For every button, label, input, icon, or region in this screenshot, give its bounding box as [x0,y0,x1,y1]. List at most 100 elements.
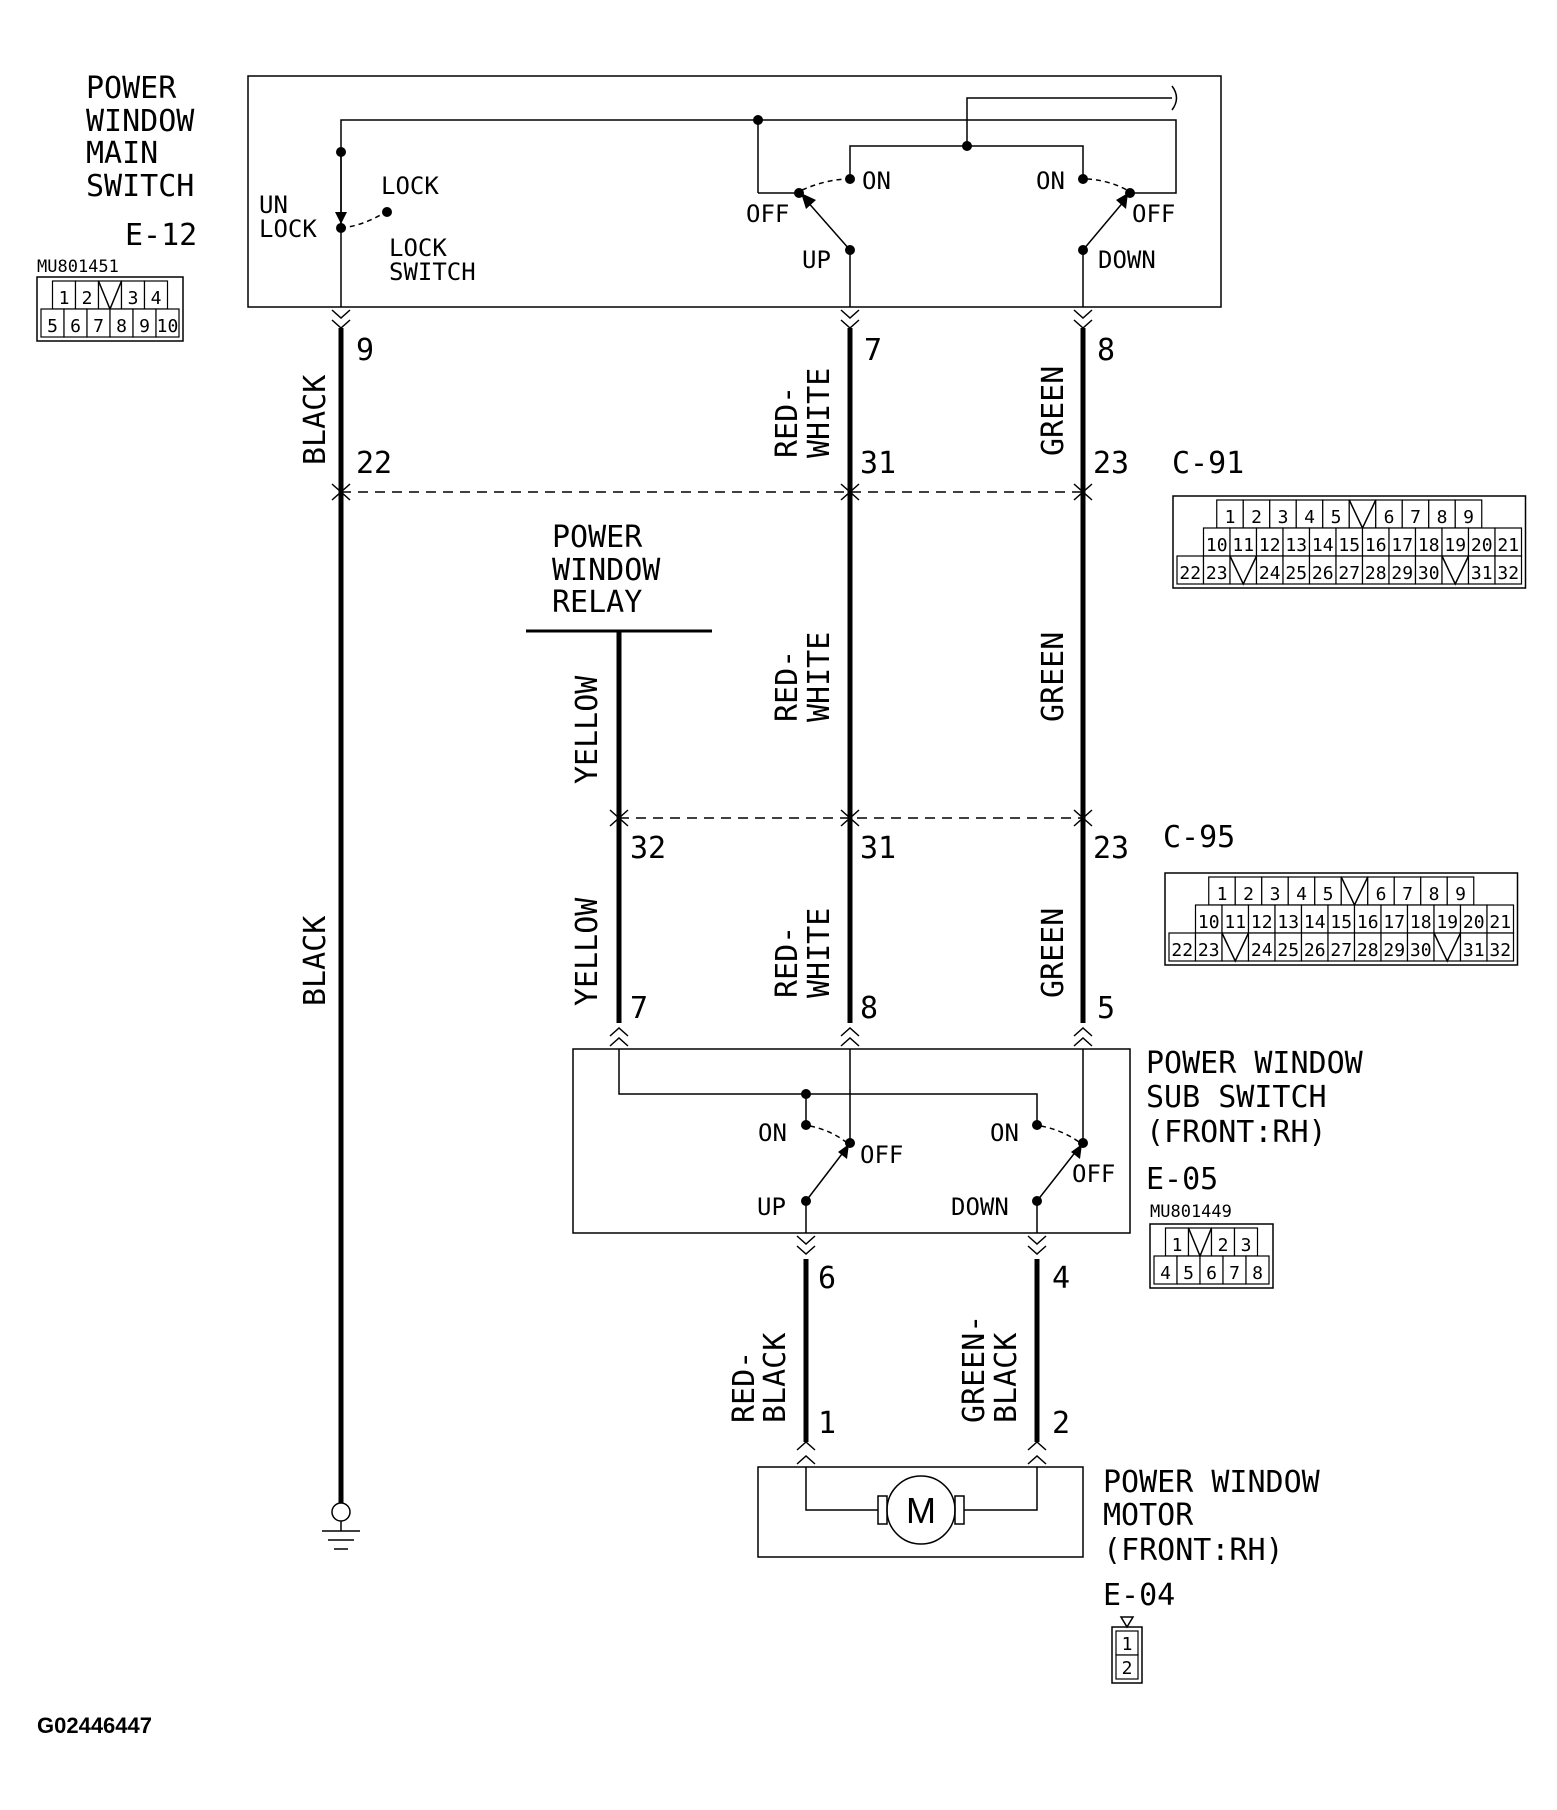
c91-key [1229,555,1258,586]
e05-pin-label: 8 [1252,1263,1263,1284]
c95-pin-label: 9 [1455,884,1466,905]
c95-pin-label: 8 [1429,884,1440,905]
c91-pin-label: 20 [1471,535,1493,556]
c91-pin-label: 21 [1497,535,1519,556]
c91-cavity [1348,499,1377,529]
c91-cavity [1308,527,1337,557]
c95-cavity [1221,932,1250,962]
lead-to-other-switches [966,97,1172,146]
c91-face-outline [1172,495,1527,589]
c91-cavity [1441,527,1470,557]
up-switch-throw [801,178,847,191]
c95-pin-label: 5 [1323,884,1334,905]
sub-down-arrow [1071,1144,1082,1159]
c91-pin-label: 25 [1285,563,1307,584]
pin-e05-4: 4 [1052,1261,1070,1296]
pin-chevron [796,1454,816,1465]
relay-name-1: POWER [552,520,643,555]
c95-cavity [1353,932,1382,962]
pin-chevron [840,1026,860,1037]
sub-switch-name-3: (FRONT:RH) [1146,1115,1327,1150]
wire-label-red-black-a: RED- [727,1351,762,1423]
motor-symbol: M [906,1490,936,1531]
junction [753,115,763,125]
pin-chevron [1027,1245,1047,1256]
c91-pin-label: 10 [1206,535,1228,556]
wire-label-green-1: GREEN [1036,366,1071,456]
pin-c91-22: 22 [356,446,392,481]
c91-pin-label: 16 [1365,535,1387,556]
pin-chevron [1027,1235,1047,1246]
pin-e05-5: 5 [1097,991,1115,1026]
c95-pin-label: 14 [1304,912,1326,933]
e05-face-outline [1149,1223,1274,1289]
pin-c95-23: 23 [1093,831,1129,866]
down-on-contact [1078,174,1088,184]
sub-up-blade [805,1149,846,1202]
main-switch-code: E-12 [125,218,197,253]
wire-label-yellow-2: YELLOW [570,897,605,1006]
pin-chevron [1027,1454,1047,1465]
c91-cavity [1176,555,1205,585]
motor-brush-left [877,1495,888,1525]
e05-cavity [1245,1255,1270,1285]
c95-pin-label: 21 [1489,912,1511,933]
down-switch-arrow [1116,193,1128,209]
pin-chevron [609,1036,629,1047]
e05-pin-label: 1 [1172,1235,1183,1256]
c95-pin-label: 3 [1270,884,1281,905]
c95-pin-label: 32 [1489,940,1511,961]
c95-pin-label: 2 [1243,884,1254,905]
sub-switch-code: E-05 [1146,1162,1218,1197]
c95-cavity [1459,904,1488,934]
wire-label-red-white-3a: RED- [770,926,805,998]
c95-pin-label: 12 [1251,912,1273,933]
c95-pin-label: 24 [1251,940,1273,961]
e05-pin-label: 7 [1229,1263,1240,1284]
e05-pin-label: 4 [1160,1263,1171,1284]
sub-switch-part-no: MU801449 [1150,1202,1232,1222]
wire-label-black-upper: BLACK [298,375,333,465]
motor-name-3: (FRONT:RH) [1103,1533,1284,1568]
sub-down-off-label: OFF [1072,1160,1115,1188]
pin-e05-7: 7 [630,991,648,1026]
c95-pin-label: 1 [1217,884,1228,905]
c91-pin-label: 15 [1338,535,1360,556]
e12-pin-label: 10 [157,316,179,337]
c91-pin-label: 24 [1259,563,1281,584]
motor-lead-2 [964,1467,1038,1511]
up-switch-arrow [801,193,816,209]
e12-pin-label: 1 [59,288,70,309]
c91-pin-label: 13 [1285,535,1307,556]
pin-e12-9: 9 [356,333,374,368]
wire-label-red-white-1a: RED- [770,386,805,458]
c91-cavity [1388,555,1417,585]
c95-cavity [1194,932,1223,962]
sub-up-label: UP [757,1193,786,1221]
sub-switch-feed [618,1049,1038,1125]
e05-pin-label: 6 [1206,1263,1217,1284]
c91-pin-label: 8 [1437,507,1448,528]
c91-pin-label: 1 [1225,507,1236,528]
sub-down-blade [1036,1149,1078,1202]
pin-chevron [1073,1026,1093,1037]
main-switch-name-4: SWITCH [86,169,194,204]
main-switch: POWER WINDOW MAIN SWITCH E-12 MU801451 1… [36,71,1222,342]
pin-c91-23: 23 [1093,446,1129,481]
sub-up-arrow [838,1144,849,1159]
e04-latch [1119,1616,1135,1629]
c91-cavity [1255,555,1284,585]
c95-pin-label: 18 [1410,912,1432,933]
pin-chevron [331,490,351,501]
up-on-label: ON [862,167,891,195]
e12-pin-label: 5 [47,316,58,337]
c95-cavity [1340,876,1369,906]
e04-cavity [1115,1654,1139,1680]
c91-pin-label: 14 [1312,535,1334,556]
e05-pin-label: 5 [1183,1263,1194,1284]
pin-chevron [1073,490,1093,501]
c95-key [1433,932,1462,963]
